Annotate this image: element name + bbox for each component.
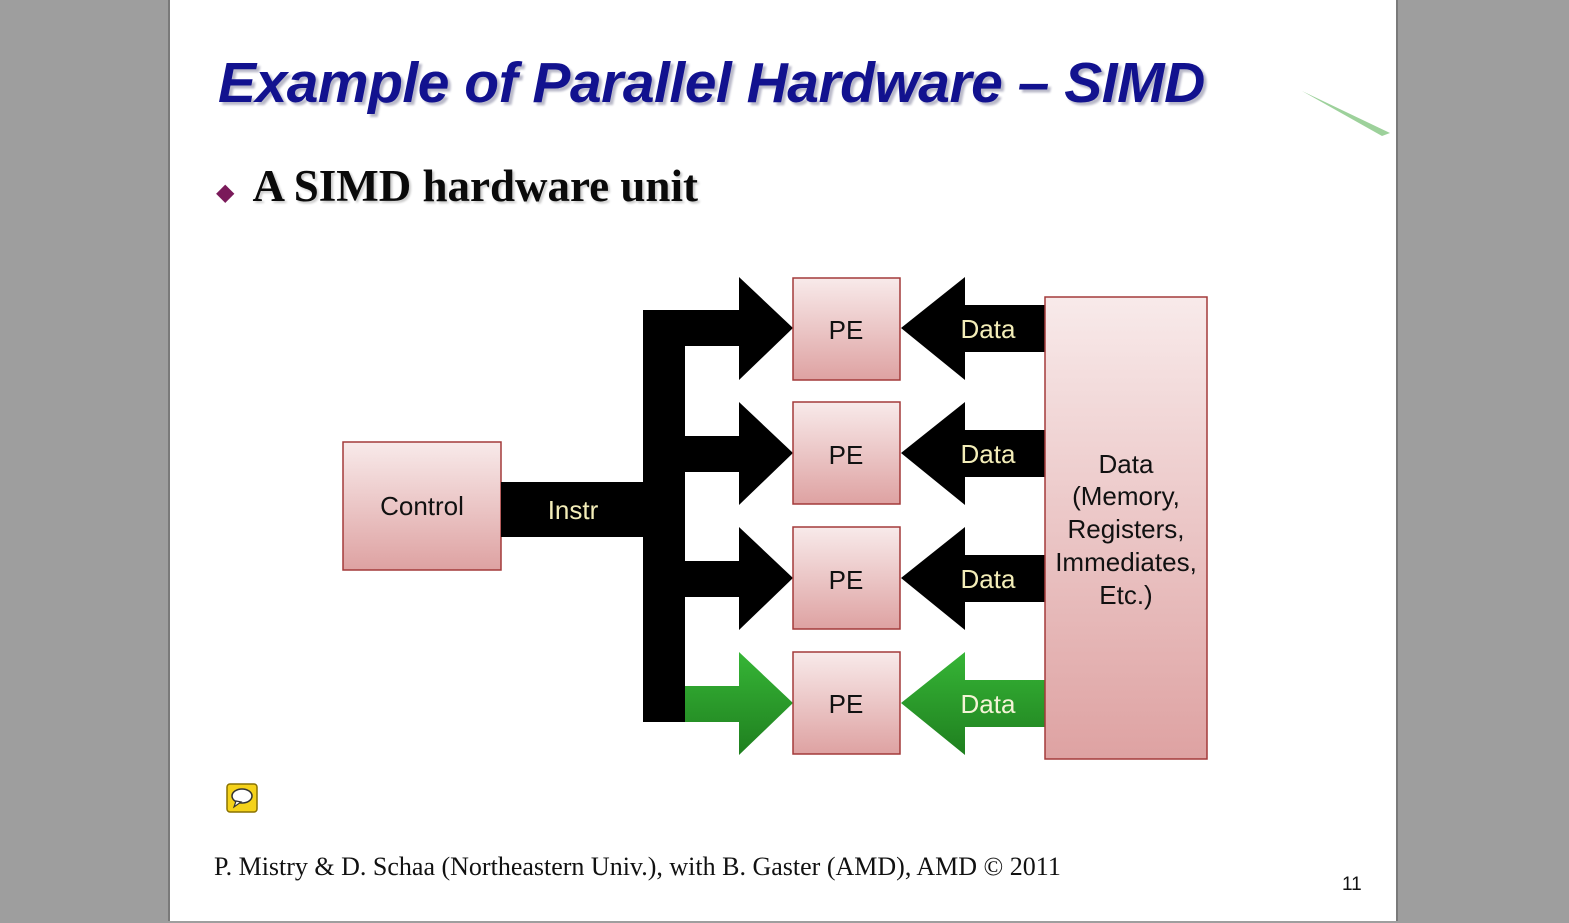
simd-diagram: Control Instr PE PE PE PE Data Data Data… bbox=[342, 277, 1208, 760]
pe-label-2: PE bbox=[829, 440, 864, 470]
pe-box-2 bbox=[792, 401, 901, 505]
data-source-line-1: Data bbox=[1099, 449, 1154, 479]
instr-arrow-2 bbox=[685, 402, 793, 505]
pe-label-4: PE bbox=[829, 689, 864, 719]
instr-arrow-1 bbox=[685, 277, 793, 380]
data-arrow-label-3: Data bbox=[961, 564, 1016, 594]
data-source-line-3: Registers, bbox=[1067, 514, 1184, 544]
bullet-text: A SIMD hardware unit bbox=[252, 161, 698, 211]
pe-label-1: PE bbox=[829, 315, 864, 345]
instr-bar bbox=[501, 482, 646, 537]
data-arrow-label-4: Data bbox=[961, 689, 1016, 719]
footer-credit: P. Mistry & D. Schaa (Northeastern Univ.… bbox=[214, 852, 1061, 881]
data-arrow-label-1: Data bbox=[961, 314, 1016, 344]
diamond-bullet-icon: ◆ bbox=[216, 179, 235, 207]
title-underline bbox=[194, 91, 1390, 137]
data-source-line-5: Etc.) bbox=[1099, 580, 1152, 610]
slide-title: Example of Parallel Hardware – SIMD bbox=[218, 51, 1205, 115]
bullet-item: ◆ A SIMD hardware unit bbox=[216, 160, 698, 212]
data-arrow-4 bbox=[901, 652, 1045, 755]
data-arrow-2 bbox=[901, 402, 1045, 505]
data-source-line-4: Immediates, bbox=[1055, 547, 1197, 577]
instruction-bus bbox=[643, 310, 685, 722]
page-number: 11 bbox=[1342, 874, 1362, 895]
data-arrow-3 bbox=[901, 527, 1045, 630]
control-box bbox=[342, 441, 502, 571]
pe-box-3 bbox=[792, 526, 901, 630]
instr-arrow-3 bbox=[685, 527, 793, 630]
data-arrow-1 bbox=[901, 277, 1045, 380]
data-source-box bbox=[1044, 296, 1208, 760]
pe-box-4 bbox=[792, 651, 901, 755]
pe-box-1 bbox=[792, 277, 901, 381]
instr-label: Instr bbox=[548, 495, 599, 525]
data-source-line-2: (Memory, bbox=[1072, 481, 1180, 511]
comment-icon[interactable] bbox=[226, 783, 258, 813]
control-label: Control bbox=[380, 491, 464, 521]
slide: Example of Parallel Hardware – SIMD ◆ A S… bbox=[168, 0, 1398, 921]
pe-label-3: PE bbox=[829, 565, 864, 595]
data-arrow-label-2: Data bbox=[961, 439, 1016, 469]
instr-arrow-4 bbox=[685, 652, 793, 755]
